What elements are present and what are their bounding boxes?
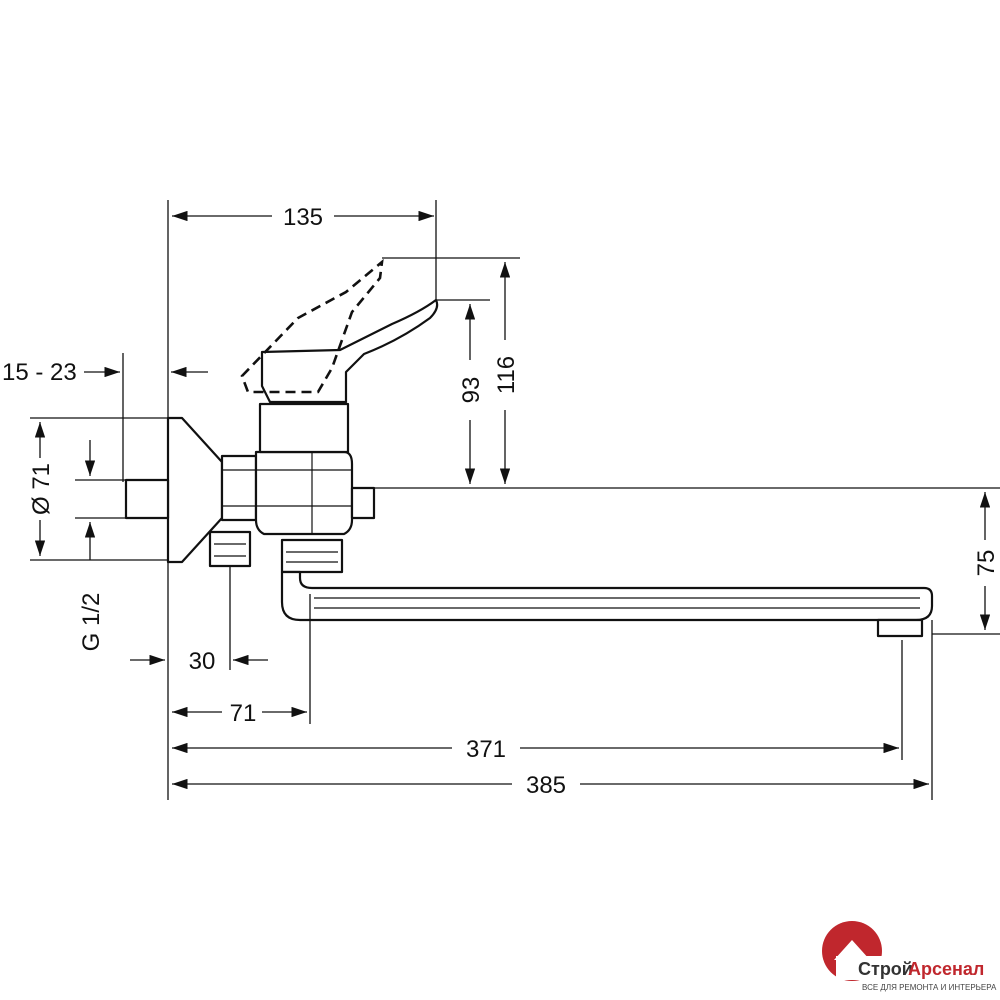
dim-371-label: 371 [466,736,506,763]
house-icon [834,940,870,960]
spout [280,570,934,622]
logo-brand-part1: Строй [858,959,913,979]
dim-135-label: 135 [283,204,323,231]
logo-brand-part2: Арсенал [908,959,984,979]
dim-30-label: 30 [189,648,216,675]
dim-75-label: 75 [973,550,1000,577]
aerator [876,618,924,638]
dim-385-label: 385 [526,772,566,799]
hex-nut-left [220,454,258,522]
diverter-nub [350,486,376,520]
extension-lines [30,200,1000,800]
logo-tagline: ВСЕ ДЛЯ РЕМОНТА И ИНТЕРЬЕРА [862,983,997,992]
dim-flange-diameter-label: Ø 71 [28,463,55,515]
dim-93-label: 93 [458,377,485,404]
eccentric-fitting [208,530,252,568]
dim-wall-range-label: 15 - 23 [2,359,77,386]
dim-thread-label: G 1/2 [78,593,105,652]
eccentric-stub [124,478,170,520]
mixer-body [254,450,354,536]
dimension-arrows [34,210,991,790]
cartridge-housing [258,402,350,454]
lever-handle [260,298,439,404]
dim-116-label: 116 [493,356,520,394]
spout-swivel-nut [280,538,344,574]
faucet-body [124,258,934,638]
dim-71-label: 71 [230,700,257,727]
brand-logo: Строй Арсенал ВСЕ ДЛЯ РЕМОНТА И ИНТЕРЬЕР… [822,921,997,992]
